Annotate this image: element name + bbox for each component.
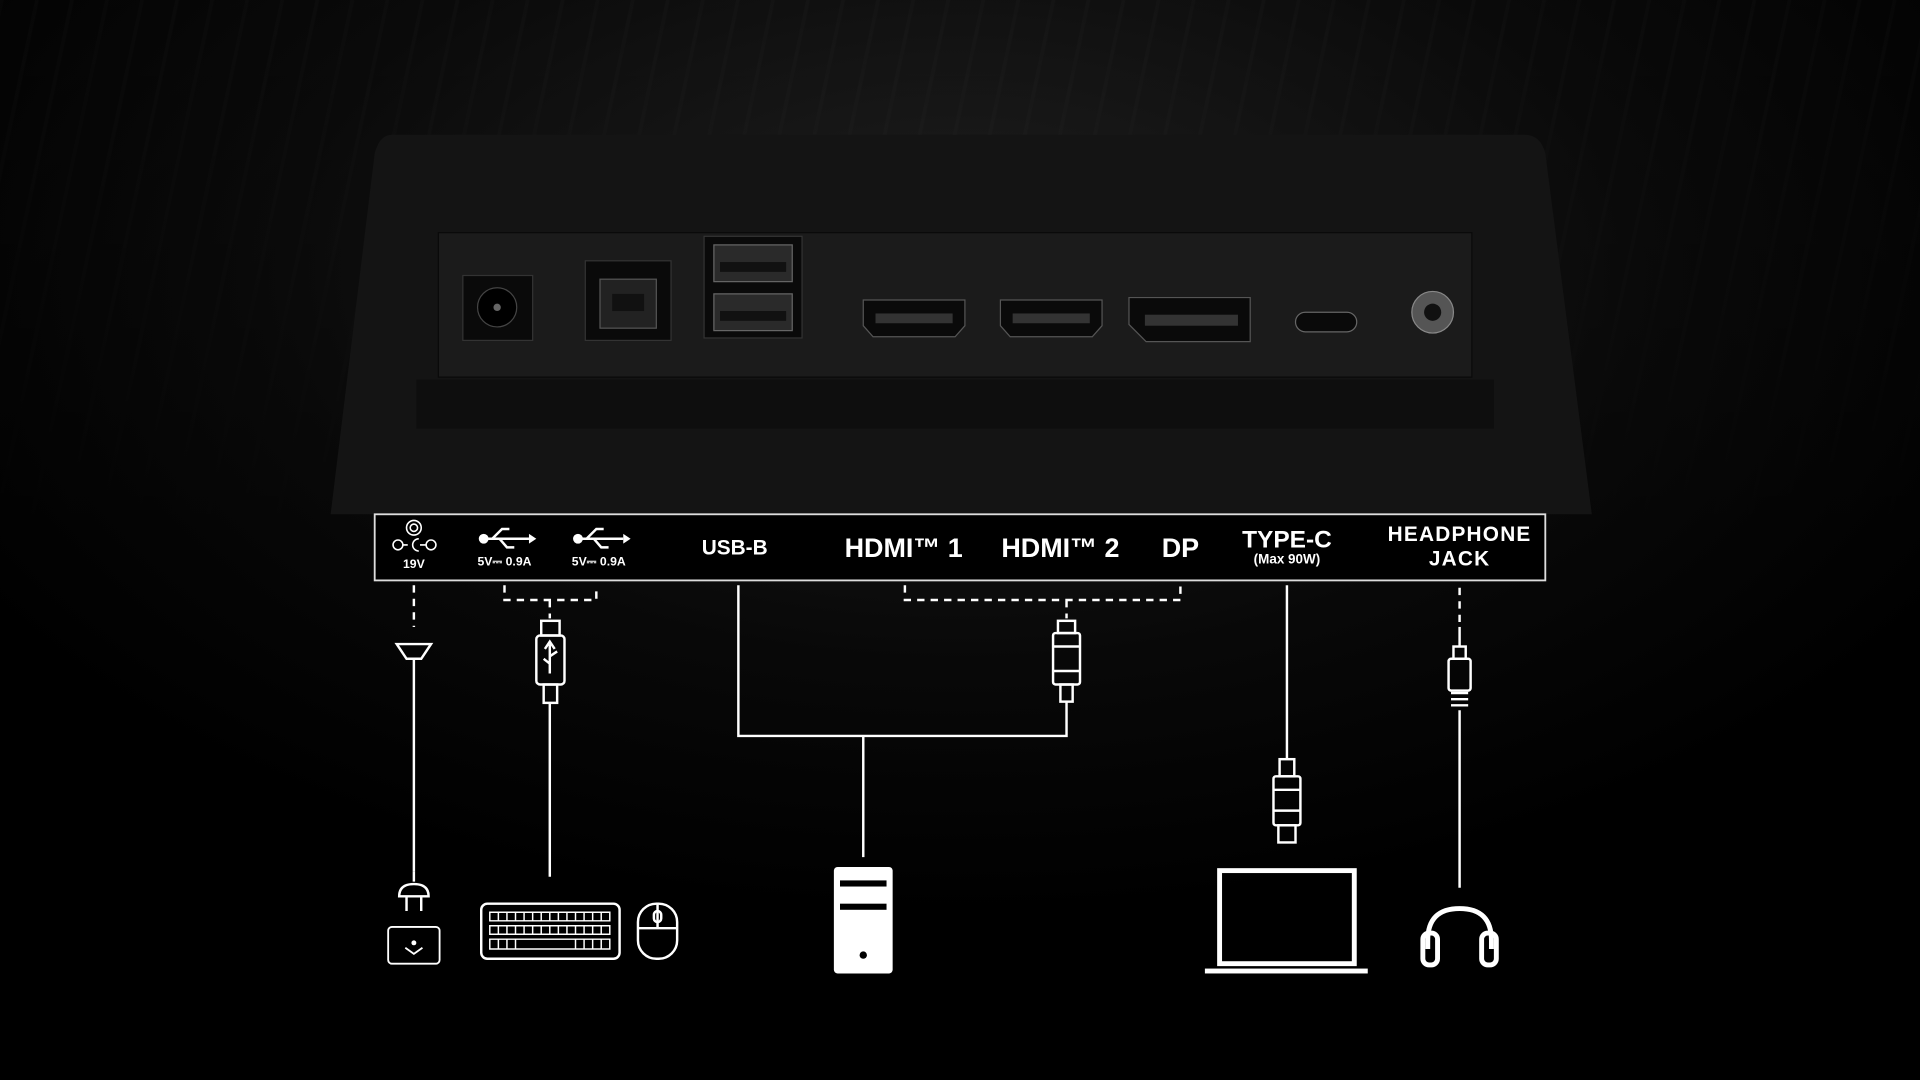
label-power: 19V <box>403 557 426 571</box>
keyboard-icon <box>480 902 621 961</box>
port-dc-in <box>462 274 534 342</box>
usb-connector-icon <box>535 619 566 705</box>
port-type-c <box>1294 311 1358 333</box>
label-type-c: TYPE-C <box>1242 526 1332 553</box>
label-usb-b: USB-B <box>702 537 768 560</box>
label-usb-a-1: 5V⎓ 0.9A <box>477 555 531 569</box>
usb-icon <box>573 527 631 549</box>
port-hdmi-2 <box>999 299 1103 338</box>
port-label-bar <box>373 513 1547 582</box>
type-c-connector-icon <box>1272 757 1302 844</box>
mouse-icon <box>636 902 679 961</box>
dc-power-icon <box>392 519 437 552</box>
label-headphone: HEADPHONE <box>1388 523 1532 546</box>
hdmi-connector-icon <box>1051 619 1082 703</box>
label-hdmi-1: HDMI™ 1 <box>845 533 963 563</box>
usb-icon <box>478 527 537 549</box>
label-jack: JACK <box>1429 548 1491 571</box>
port-displayport <box>1128 296 1251 343</box>
pc-tower-icon <box>833 866 893 974</box>
power-plug-icon <box>397 871 430 912</box>
audio-jack-icon <box>1447 626 1472 707</box>
port-usb-a-stack <box>703 235 803 339</box>
label-hdmi-2: HDMI™ 2 <box>1001 533 1119 563</box>
port-usb-b <box>584 260 672 342</box>
label-usb-a-2: 5V⎓ 0.9A <box>572 555 626 569</box>
port-hdmi-1 <box>862 299 966 338</box>
label-dp: DP <box>1162 533 1199 563</box>
port-headphone <box>1411 290 1455 334</box>
laptop-icon <box>1204 868 1368 974</box>
power-plug-icon <box>394 642 434 672</box>
headphones-icon <box>1420 906 1499 968</box>
power-outlet-icon <box>387 926 441 965</box>
label-type-c-power: (Max 90W) <box>1254 551 1321 566</box>
